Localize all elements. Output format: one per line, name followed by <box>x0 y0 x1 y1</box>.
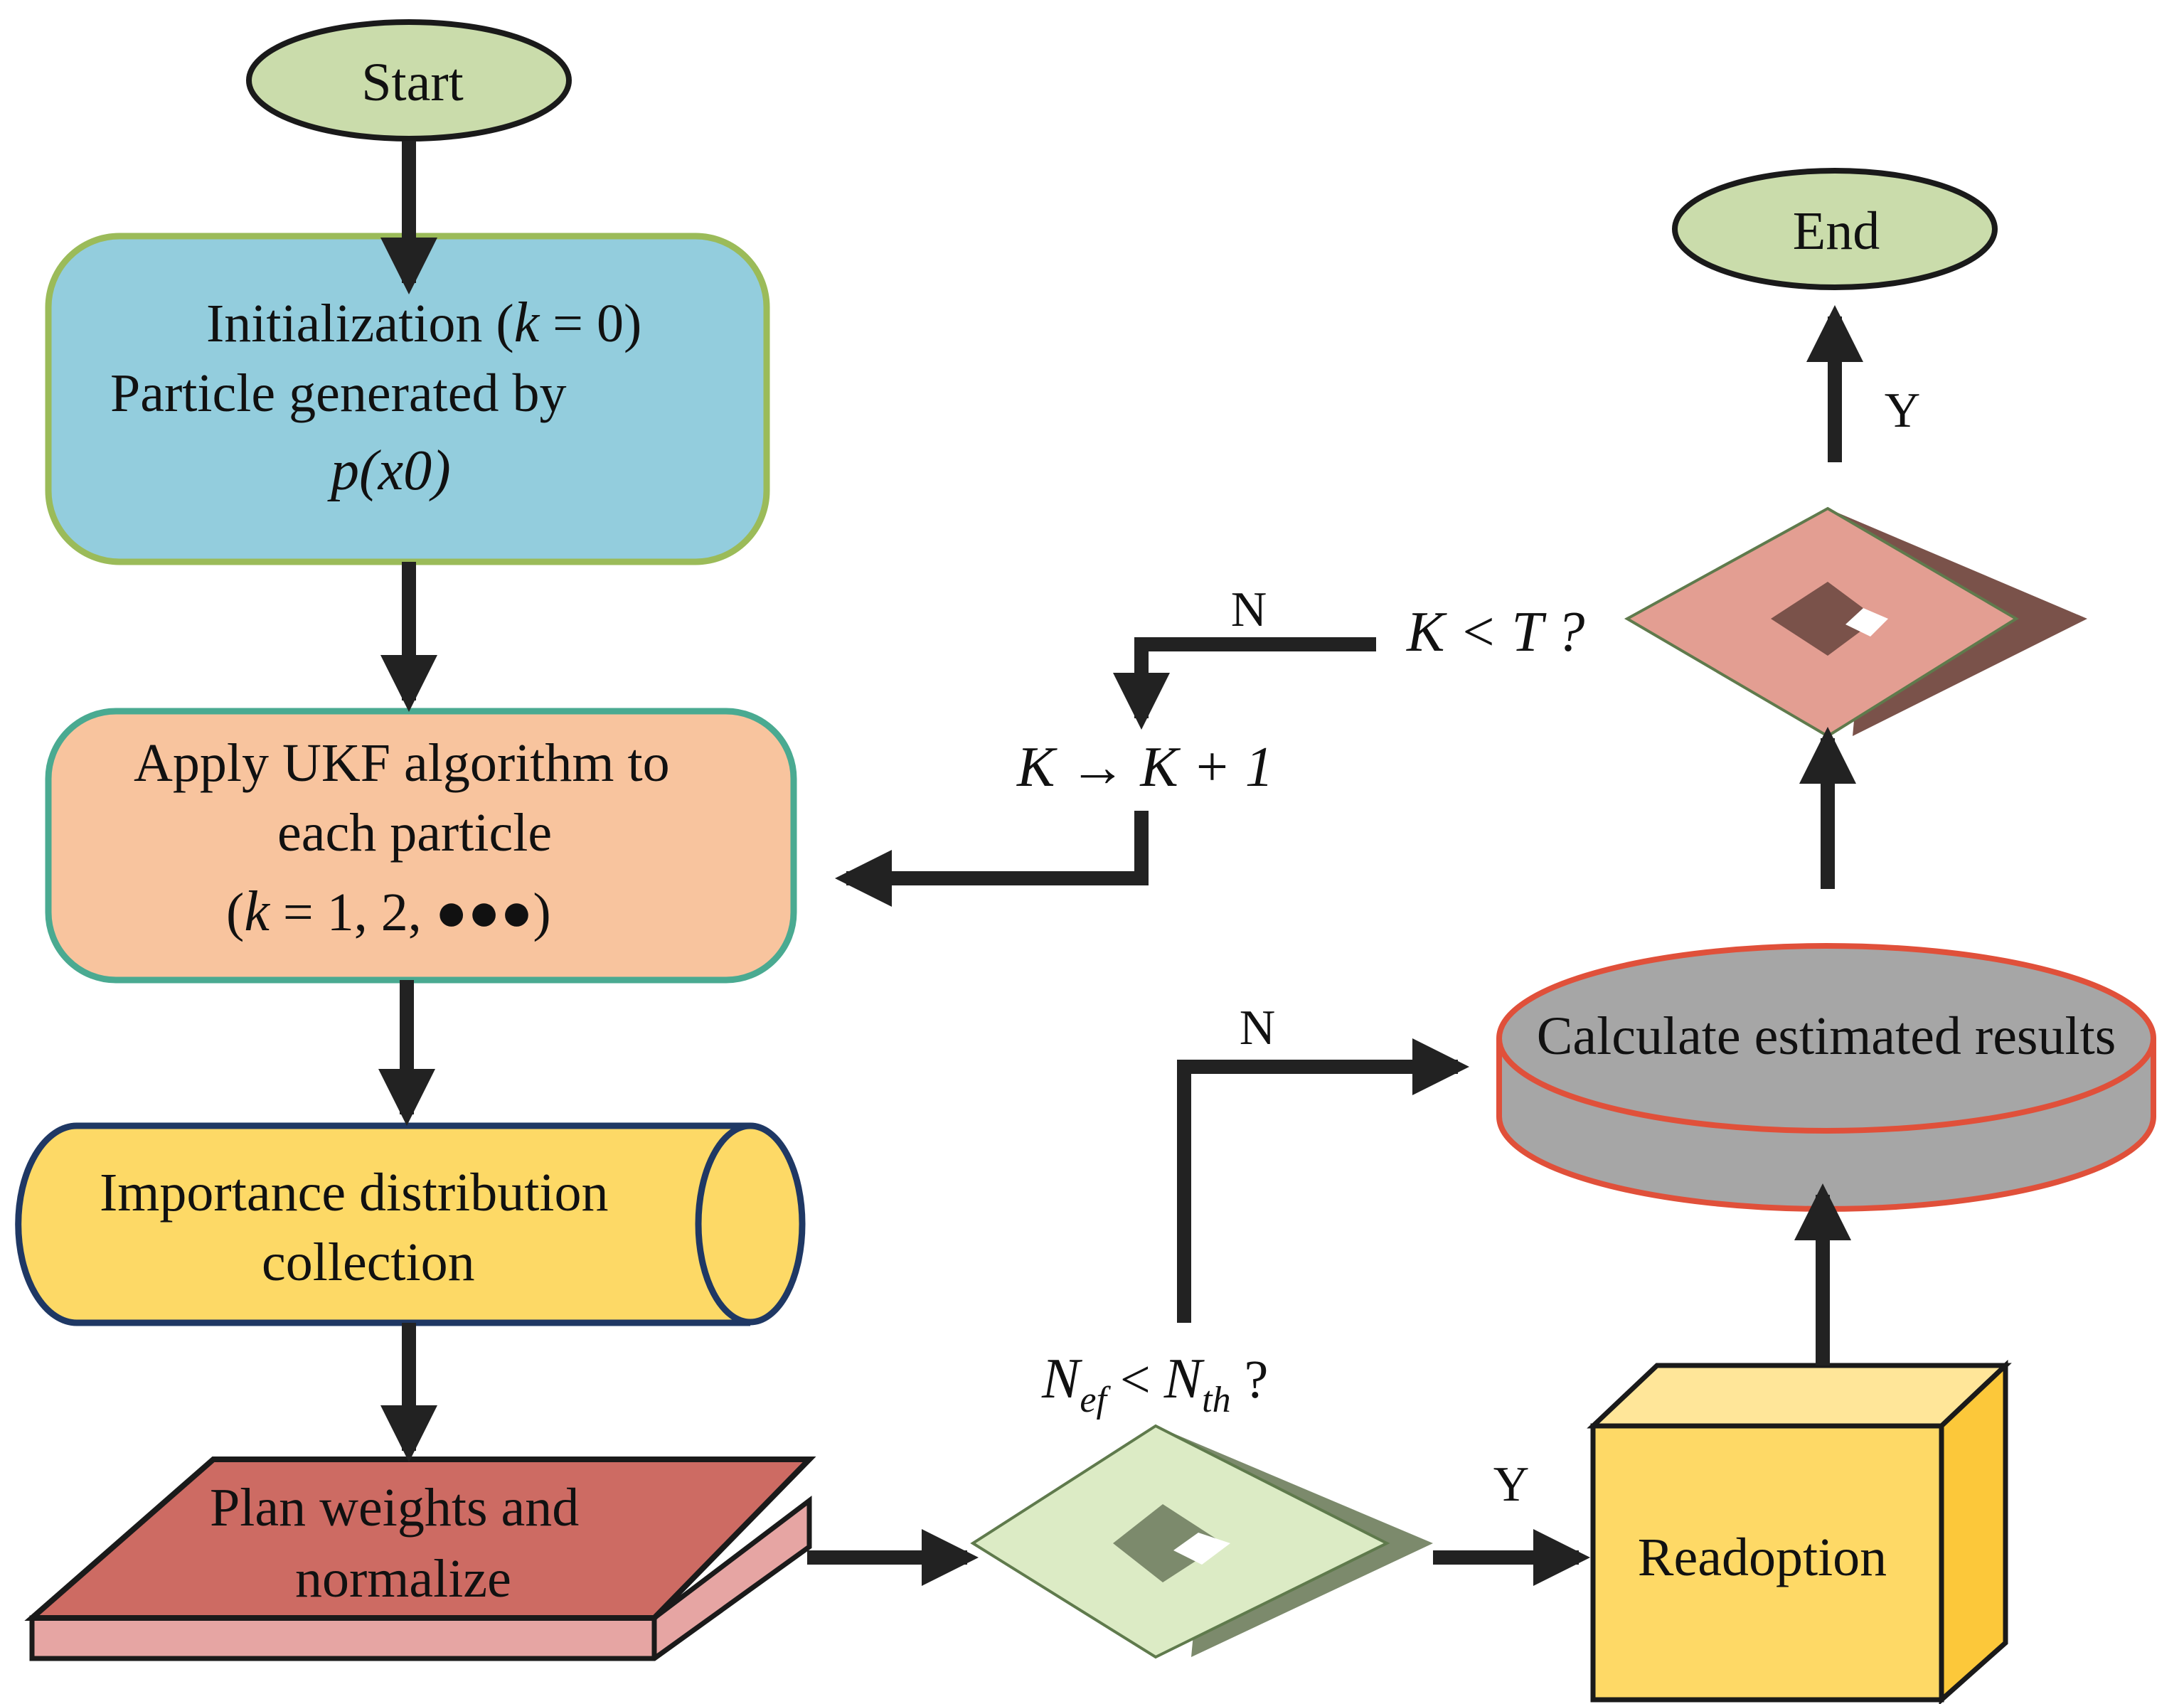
calculate-node: Calculate estimated results <box>1496 943 2156 1212</box>
readoption-label: Readoption <box>1638 1528 1887 1587</box>
increment-label: K → K + 1 <box>1016 736 1274 799</box>
importance-line2: collection <box>262 1232 475 1292</box>
importance-line1: Importance distribution <box>100 1163 609 1223</box>
edge-label-neff-yes: Y <box>1493 1457 1530 1512</box>
readoption-node: Readoption <box>1587 1359 2012 1704</box>
weights-line2: normalize <box>295 1549 511 1609</box>
ukf-line3: (k = 1, 2, ●●●) <box>226 880 551 943</box>
arrow-increment-to-ukf <box>835 811 1149 907</box>
decision-neff-node: Nef < Nth ? <box>970 1348 1433 1659</box>
end-label: End <box>1793 201 1880 261</box>
start-node: Start <box>246 19 572 142</box>
connectors <box>378 141 1863 1586</box>
weights-node: Plan weights and normalize <box>24 1457 816 1661</box>
importance-node: Importance distribution collection <box>15 1122 806 1326</box>
edge-label-kt-no: N <box>1231 582 1267 637</box>
decision-neff-label: Nef < Nth ? <box>1041 1348 1268 1420</box>
init-line1: Initialization (k = 0) <box>206 292 641 354</box>
init-line2: Particle generated by <box>110 363 566 423</box>
initialization-node: Initialization (k = 0) Particle generate… <box>45 233 770 565</box>
start-label: Start <box>361 53 464 112</box>
arrow-decision-no-to-calculate <box>1177 1038 1469 1323</box>
arrow-decision-kt-no-to-increment <box>1113 637 1376 730</box>
end-node: End <box>1672 168 1998 290</box>
ukf-node: Apply UKF algorithm to each particle (k … <box>45 708 797 984</box>
ukf-line2: each particle <box>277 803 552 863</box>
edge-label-kt-yes: Y <box>1885 383 1921 438</box>
calculate-label: Calculate estimated results <box>1537 1006 2116 1066</box>
decision-kt-node: K < T ? <box>1406 506 2087 738</box>
ukf-line1: Apply UKF algorithm to <box>134 733 670 793</box>
weights-line1: Plan weights and <box>210 1478 579 1538</box>
edge-label-neff-no: N <box>1240 1001 1276 1055</box>
decision-kt-label: K < T ? <box>1406 601 1584 664</box>
init-line3: p(x0) <box>327 440 451 502</box>
